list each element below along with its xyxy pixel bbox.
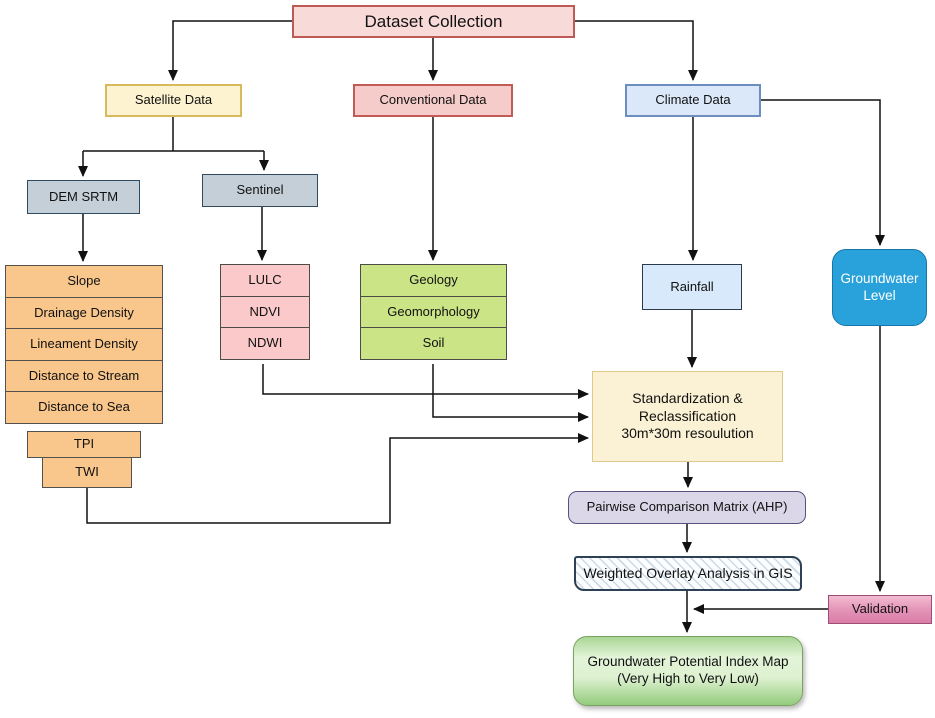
node-standardization: Standardization & Reclassification 30m*3… [592, 371, 783, 462]
node-dem-srtm: DEM SRTM [27, 180, 140, 214]
arrow-twi-to-standardization [86, 433, 589, 524]
node-groundwater-potential-map: Groundwater Potential Index Map (Very Hi… [573, 636, 803, 706]
node-ndwi: NDWI [220, 327, 310, 360]
node-climate-data: Climate Data [625, 84, 761, 117]
node-tpi: TPI [27, 431, 141, 458]
arrow-title-to-climate [575, 20, 698, 81]
arrow-soil-to-standardization [432, 364, 589, 422]
node-dataset-collection: Dataset Collection [292, 5, 575, 38]
node-geology: Geology [360, 264, 507, 297]
node-pairwise-matrix: Pairwise Comparison Matrix (AHP) [568, 491, 806, 524]
node-lineament-density: Lineament Density [5, 328, 163, 361]
terrain-factor-stack: Slope Drainage Density Lineament Density… [5, 265, 163, 424]
node-sentinel: Sentinel [202, 174, 318, 207]
node-slope: Slope [5, 265, 163, 298]
line-satellite-branch [83, 117, 264, 152]
node-twi: TWI [42, 457, 132, 488]
node-groundwater-level: Groundwater Level [832, 249, 927, 326]
node-ndvi: NDVI [220, 295, 310, 329]
node-soil: Soil [360, 327, 507, 360]
sentinel-product-stack: LULC NDVI NDWI [220, 264, 310, 360]
node-validation: Validation [828, 595, 932, 624]
node-conventional-data: Conventional Data [353, 84, 513, 117]
conventional-layer-stack: Geology Geomorphology Soil [360, 264, 507, 360]
node-rainfall: Rainfall [642, 264, 742, 310]
node-drainage-density: Drainage Density [5, 296, 163, 330]
node-lulc: LULC [220, 264, 310, 297]
node-satellite-data: Satellite Data [105, 84, 242, 117]
node-distance-to-sea: Distance to Sea [5, 391, 163, 424]
arrow-title-to-satellite [168, 20, 292, 81]
node-geomorphology: Geomorphology [360, 295, 507, 329]
node-distance-to-stream: Distance to Stream [5, 359, 163, 393]
arrow-climate-to-gwlevel [761, 99, 885, 246]
arrow-ndwi-to-standardization [262, 364, 589, 399]
node-weighted-overlay: Weighted Overlay Analysis in GIS [574, 556, 802, 591]
